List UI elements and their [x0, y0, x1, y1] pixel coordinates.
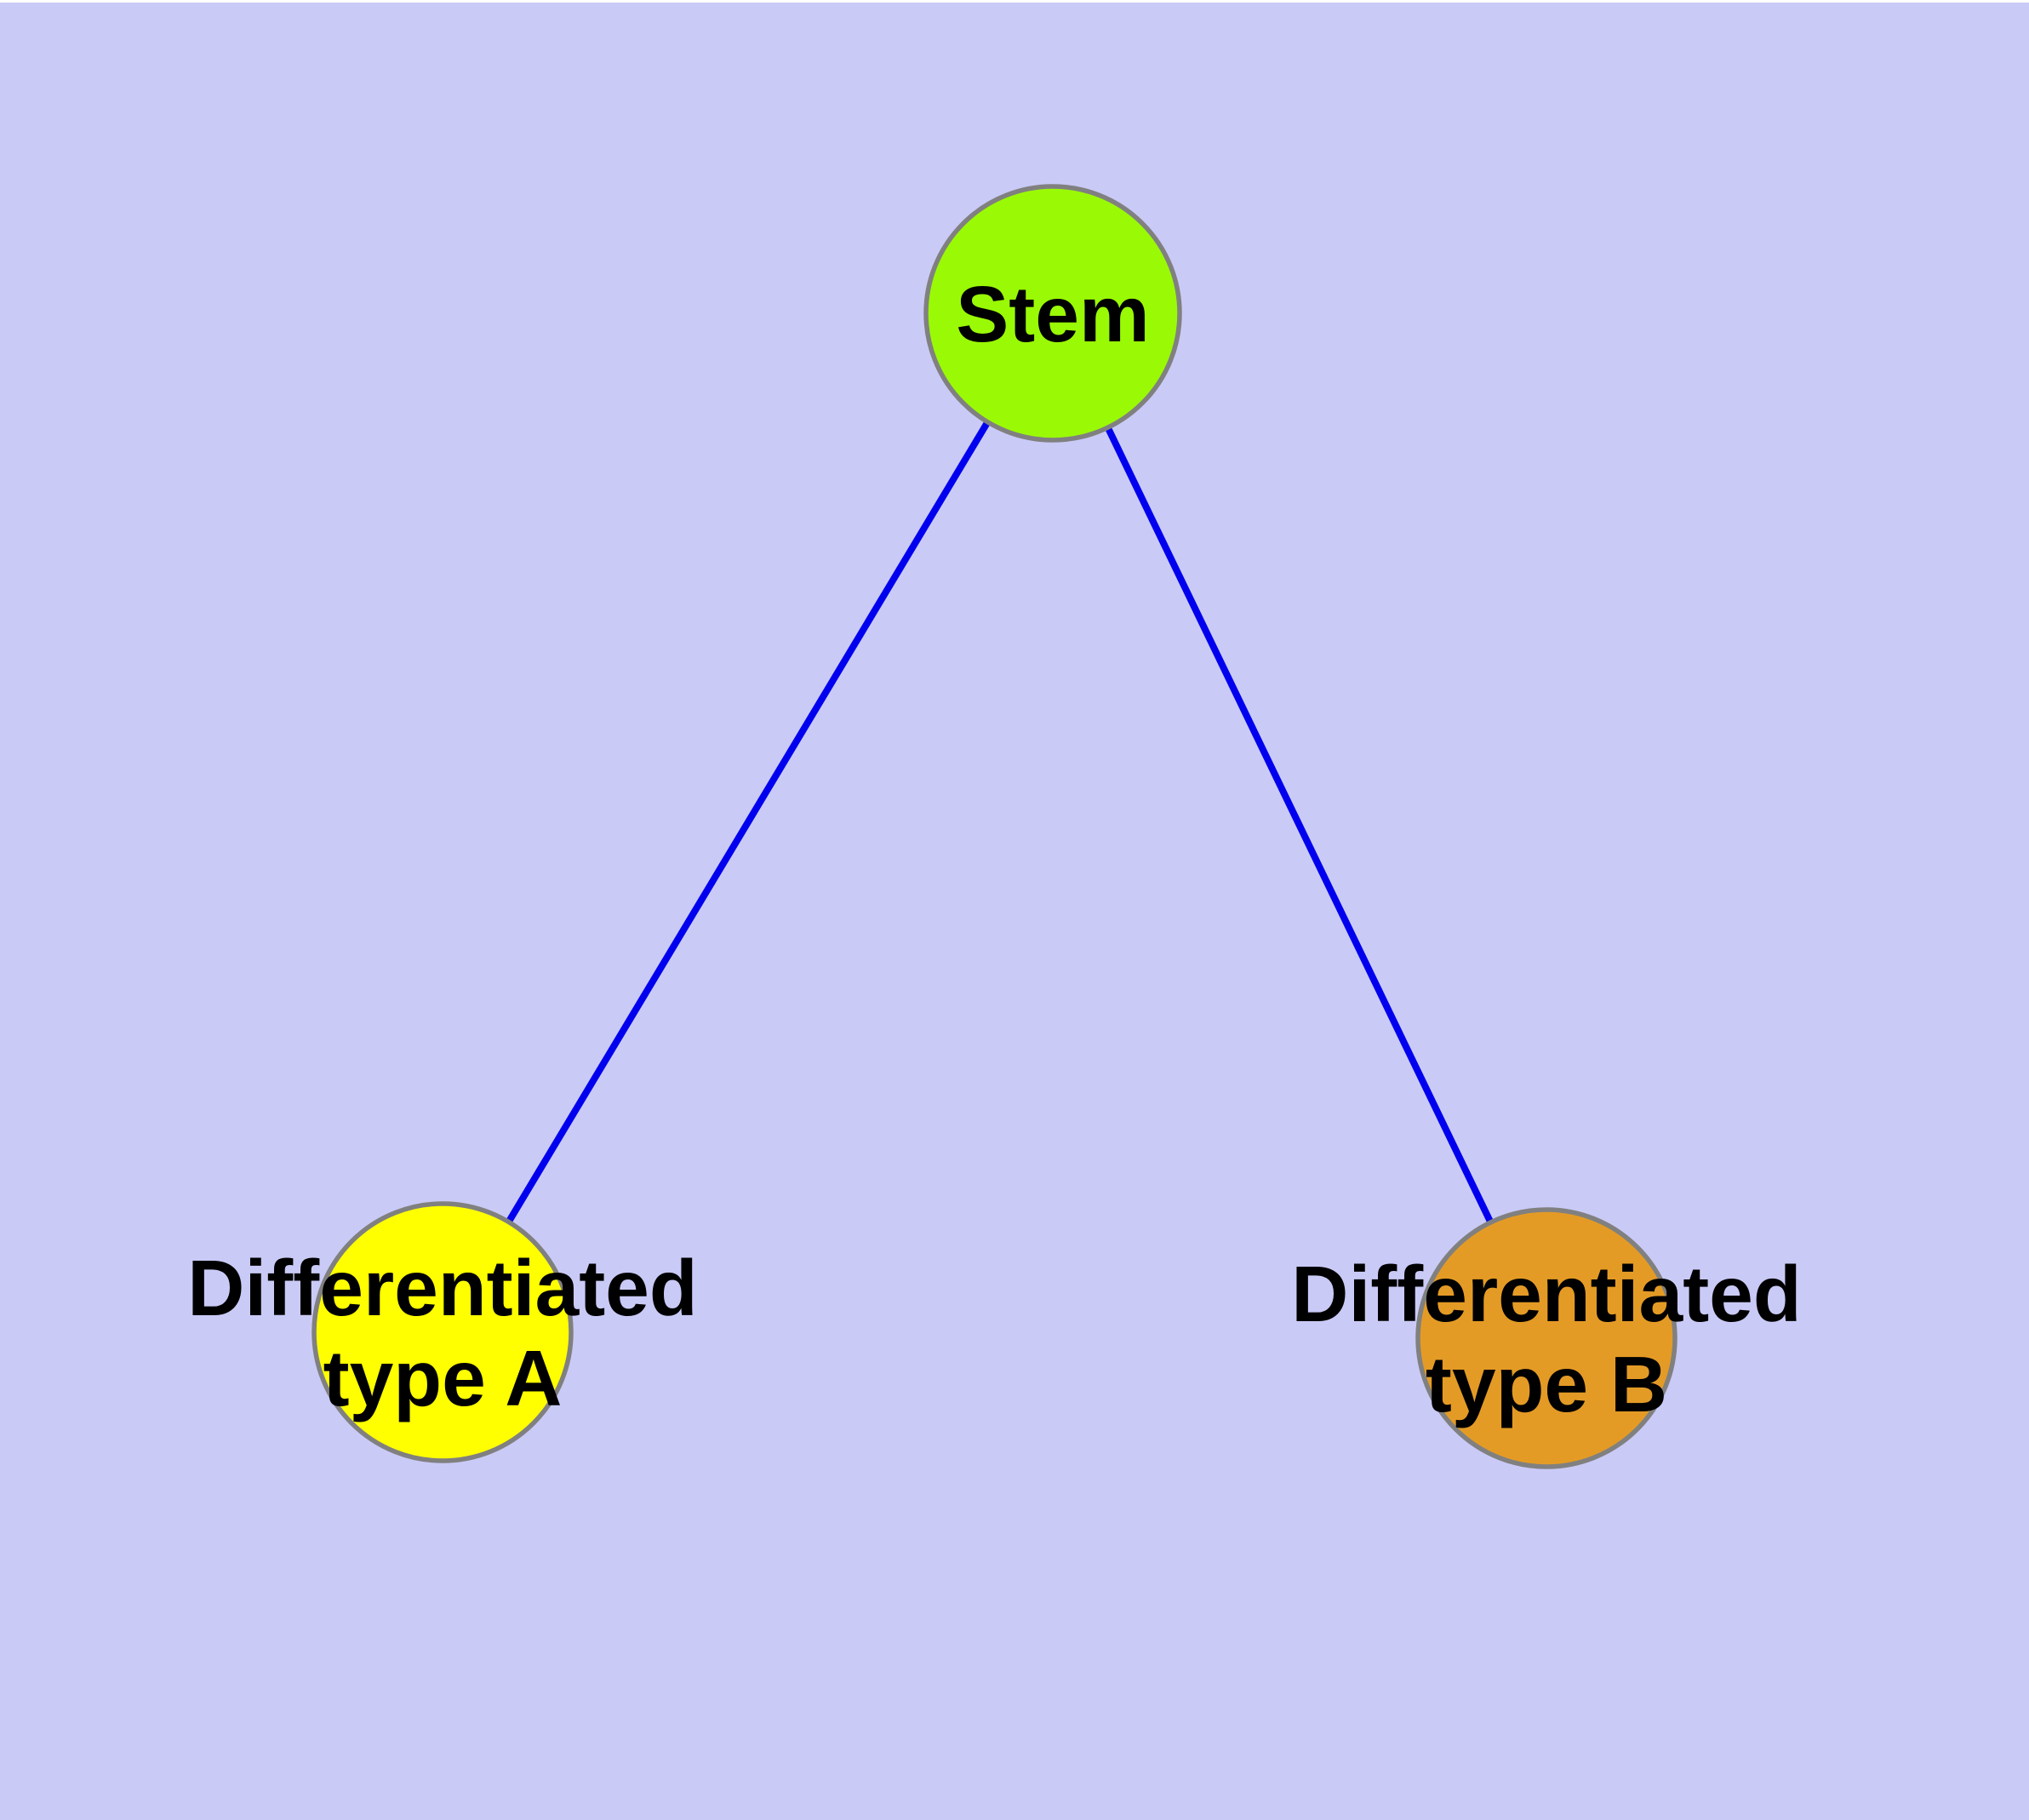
- node-type-b-circle: [1415, 1207, 1677, 1469]
- node-type-a-label-line-1: Differentiated: [187, 1244, 697, 1332]
- top-margin-strip: [0, 0, 2029, 3]
- node-stem-label-line-1: Stem: [956, 270, 1149, 358]
- nodes-layer: [311, 184, 1677, 1469]
- edge-stem-to-type-b: [1049, 312, 1550, 1340]
- node-type-b-label-line-2: type B: [1426, 1340, 1667, 1428]
- node-stem-circle: [923, 184, 1182, 443]
- edges-layer: [439, 311, 1550, 1340]
- node-type-a-circle: [311, 1201, 574, 1463]
- node-type-b-label-line-1: Differentiated: [1291, 1250, 1801, 1338]
- edge-stem-to-type-a: [439, 311, 1056, 1335]
- node-type-a-label-line-2: type A: [323, 1334, 563, 1422]
- node-stem-label: Stem: [956, 270, 1149, 358]
